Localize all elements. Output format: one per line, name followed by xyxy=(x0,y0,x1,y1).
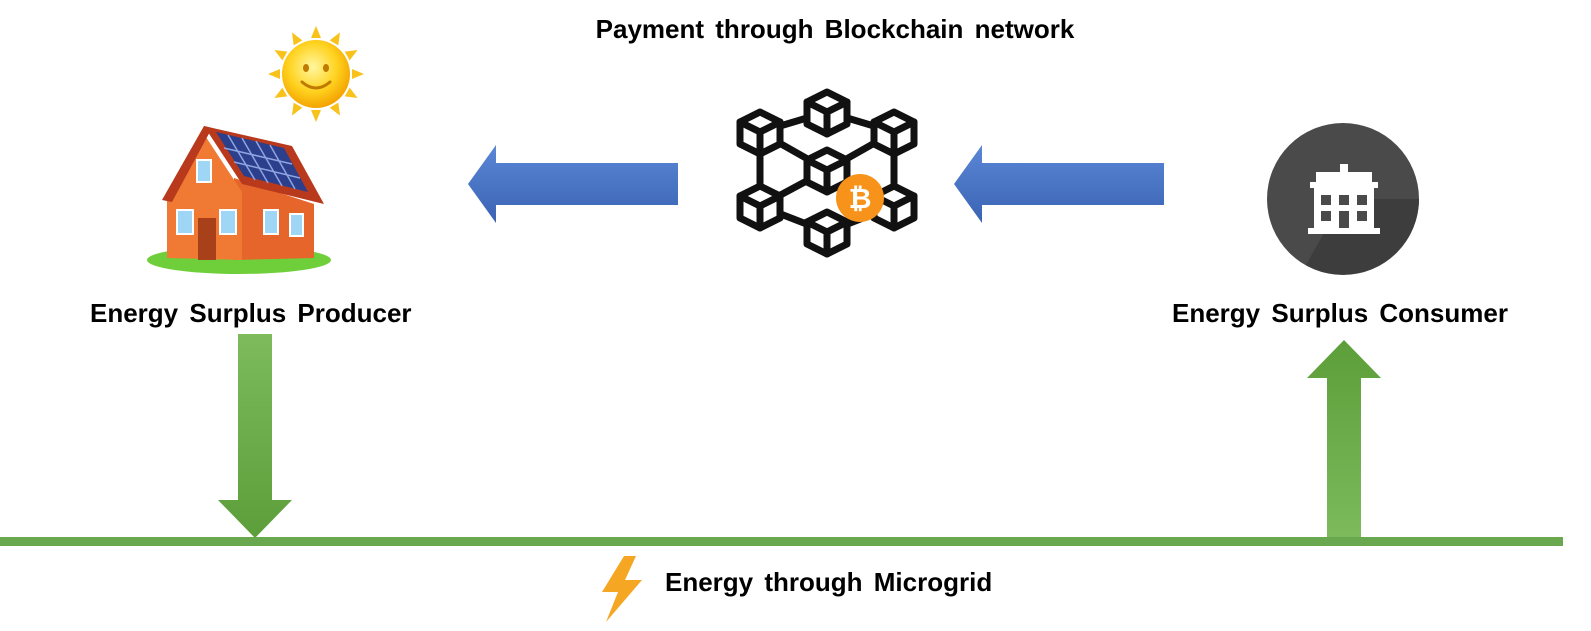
microgrid-label: Energy through Microgrid xyxy=(665,567,993,597)
producer-label: Energy Surplus Producer xyxy=(90,298,412,328)
solar-house-icon xyxy=(147,126,331,274)
bitcoin-icon: ₿ xyxy=(836,174,884,222)
lightning-bolt-icon xyxy=(602,556,642,622)
payment-arrow-left-consumer xyxy=(954,145,1164,223)
consumer-label: Energy Surplus Consumer xyxy=(1172,298,1508,328)
energy-arrow-up xyxy=(1307,340,1381,542)
payment-arrow-left xyxy=(468,145,678,223)
building-icon xyxy=(1267,123,1419,275)
blockchain-network-icon: ₿ xyxy=(736,88,918,258)
energy-arrow-down xyxy=(218,334,292,538)
svg-text:₿: ₿ xyxy=(849,182,872,215)
sun-icon xyxy=(268,26,364,122)
microgrid-line xyxy=(0,537,1563,546)
payment-title: Payment through Blockchain network xyxy=(595,14,1075,44)
